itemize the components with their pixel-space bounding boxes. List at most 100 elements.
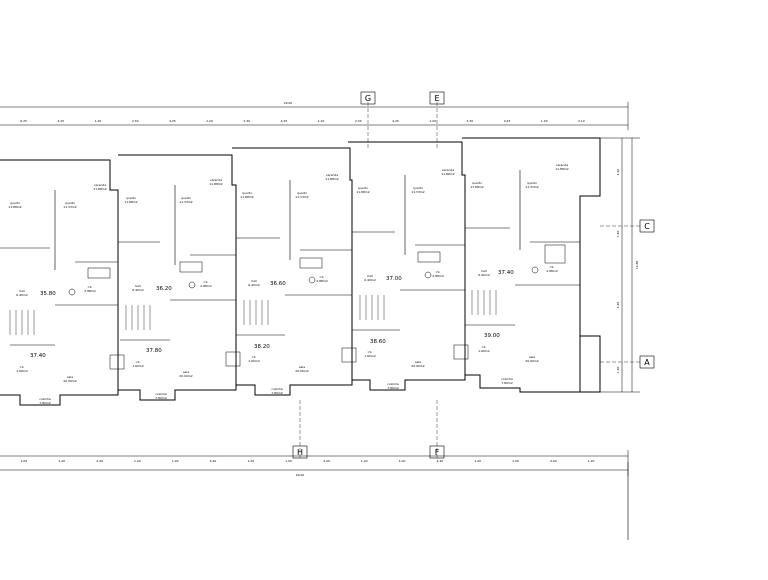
room-area: 1.60m2: [16, 369, 28, 373]
room-area: 11.88m2: [124, 200, 138, 204]
u2-toilet: [188, 281, 196, 289]
room-area: 11.88m2: [8, 205, 22, 209]
room-area: 11.88m2: [555, 167, 569, 171]
room-area: 6.40m2: [248, 283, 260, 287]
room-area: 1.60m2: [364, 354, 376, 358]
top-segment-dimension: 1.20: [206, 119, 213, 123]
room-area: 2.88m2: [546, 269, 558, 273]
grid-bubble-g: [360, 91, 376, 105]
room-name: cozinha: [387, 382, 399, 386]
room-name: hall: [251, 279, 257, 283]
room-area: 7.80m2: [155, 396, 167, 400]
room-area: 11.88m2: [441, 172, 455, 176]
room-area: 6.40m2: [478, 273, 490, 277]
level-marker-u4-lower: 38.60: [370, 339, 386, 345]
top-segment-dimension: 2.10: [578, 119, 585, 123]
top-segment-dimension: 2.30: [467, 119, 474, 123]
unit-3-outline: [232, 147, 353, 396]
room-area: 1.60m2: [248, 359, 260, 363]
room-name: sala: [183, 370, 189, 374]
u3-bathtub: [299, 257, 323, 269]
level-marker-u5-upper: 37.40: [498, 270, 514, 276]
grid-bubble-c: [639, 219, 655, 233]
bottom-segment-dimension: 1.20: [588, 459, 595, 463]
room-name: varanda: [94, 183, 106, 187]
bottom-segment-dimension: 4.40: [96, 459, 103, 463]
level-marker-u3-upper: 36.60: [270, 281, 286, 287]
top-segment-dimension: 1.20: [541, 119, 548, 123]
room-name: hall: [19, 289, 25, 293]
grid-bubble-f: [429, 445, 445, 459]
room-name: varanda: [210, 178, 222, 182]
grid-label-c: C: [644, 222, 650, 231]
unit-5-outline: [462, 137, 601, 393]
grid-bubbles: [292, 91, 655, 459]
room-name: sala: [415, 360, 421, 364]
room-name: varanda: [326, 173, 338, 177]
level-marker-u2-upper: 36.20: [156, 286, 172, 292]
room-name: I.S.: [436, 270, 441, 274]
u3-shower: [225, 351, 241, 367]
u4-toilet: [424, 271, 432, 279]
level-marker-u2-lower: 37.80: [146, 348, 162, 354]
unit-1-outline: [0, 159, 119, 406]
top-segment-dimension: 4.25: [169, 119, 176, 123]
bottom-segment-dimension: 4.40: [210, 459, 217, 463]
u1-stairs: [9, 310, 35, 335]
room-area: 11.88m2: [93, 187, 107, 191]
room-name: quarto: [472, 181, 482, 185]
right-segment-dimensions: 4.405.204.201.40: [616, 169, 620, 374]
room-area: 11.88m2: [325, 177, 339, 181]
bottom-segment-dimension: 1.20: [474, 459, 481, 463]
room-area: 2.88m2: [316, 279, 328, 283]
unit-walls: [0, 137, 601, 406]
room-name: cozinha: [155, 392, 167, 396]
room-name: I.S.: [136, 360, 141, 364]
u5-bathtub: [544, 244, 566, 264]
room-area: 20.90m2: [525, 359, 539, 363]
top-segment-dimension: 4.25: [57, 119, 64, 123]
top-segment-dimension: 1.20: [429, 119, 436, 123]
room-name: cozinha: [271, 387, 283, 391]
top-overall-dimension: 29.00: [284, 101, 293, 105]
room-name: quarto: [413, 186, 423, 190]
room-name: quarto: [10, 201, 20, 205]
room-name: quarto: [65, 201, 75, 205]
room-name: quarto: [358, 186, 368, 190]
bottom-segment-dimension: 4.40: [550, 459, 557, 463]
room-name: quarto: [527, 181, 537, 185]
bottom-segment-dimension: 1.00: [172, 459, 179, 463]
room-area: 11.33m2: [295, 195, 309, 199]
right-segment-dimension: 4.40: [616, 169, 620, 176]
grid-label-e: E: [434, 94, 439, 103]
room-area: 20.90m2: [295, 369, 309, 373]
room-area: 2.88m2: [84, 289, 96, 293]
room-name: quarto: [126, 196, 136, 200]
unit-5-balcony: [580, 335, 601, 393]
u4-shower: [341, 347, 357, 363]
room-name: hall: [135, 284, 141, 288]
room-area: 2.88m2: [432, 274, 444, 278]
level-marker-u1-lower: 37.40: [30, 353, 46, 359]
room-name: sala: [67, 375, 73, 379]
room-area: 7.80m2: [271, 391, 283, 395]
room-name: I.S.: [320, 275, 325, 279]
level-marker-u4-upper: 37.00: [386, 276, 402, 282]
bottom-segment-dimension: 1.20: [134, 459, 141, 463]
room-area: 20.90m2: [411, 364, 425, 368]
room-area: 11.88m2: [209, 182, 223, 186]
room-area: 11.33m2: [411, 190, 425, 194]
room-area: 7.80m2: [387, 386, 399, 390]
top-segment-dimension: 4.25: [504, 119, 511, 123]
room-name: quarto: [297, 191, 307, 195]
room-area: 7.80m2: [501, 381, 513, 385]
sanitary-fixtures: [68, 244, 566, 370]
u2-stairs: [125, 305, 151, 330]
right-overall-dimension: 12.80: [635, 261, 639, 270]
room-labels: varanda11.88m2quarto11.88m2quarto11.33m2…: [8, 163, 569, 405]
top-segment-dimension: 2.30: [243, 119, 250, 123]
bottom-overall-dimension: 29.00: [296, 473, 305, 477]
room-name: hall: [481, 269, 487, 273]
room-area: 2.88m2: [200, 284, 212, 288]
